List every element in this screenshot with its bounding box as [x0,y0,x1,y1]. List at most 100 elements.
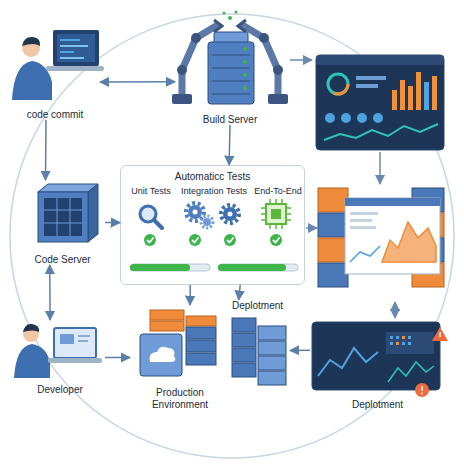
flow-arrow [100,81,175,83]
progress-bar [218,264,298,271]
container-stack [318,263,348,287]
code-server-illustration [88,184,98,242]
flow-arrow [228,125,230,165]
metrics-dashboard [325,113,335,123]
container-stack [350,246,380,262]
test-box: Unit Tests [126,186,176,261]
commit-developer-illustration [60,45,88,47]
developer-illustration [48,358,102,363]
monitoring-dashboard [408,336,411,339]
connector-group [46,82,311,358]
metrics-dashboard [316,55,444,150]
code-server-illustration [38,184,98,242]
container-stack [350,226,376,229]
code-server-illustration [44,210,82,211]
metrics-dashboard [400,80,405,110]
node-label: Production Environment [130,387,230,410]
test-icon [261,199,291,229]
container-stack [350,212,378,215]
server-box: Code Server [20,180,105,265]
node-label: Deplotment [352,399,403,411]
commit-developer-illustration [60,51,74,53]
monitoring-dashboard [402,336,405,339]
dashboard-box: Deplotment [310,318,445,410]
commit-developer-illustration [60,39,80,41]
metrics-dashboard [408,86,413,110]
build-server-illustration [238,20,246,32]
test-icon [228,212,233,217]
build-server-illustration [243,86,247,90]
node-label: Developer [37,384,83,396]
monitoring-dashboard [388,362,434,382]
code-server-illustration [70,198,71,236]
deployment-servers [232,318,256,332]
deployment-servers [258,356,286,370]
check-mark [270,234,282,246]
monitoring-dashboard [408,342,411,345]
metrics-dashboard [341,113,351,123]
metrics-dashboard [424,82,429,110]
node-label: Integration Tests [181,186,247,196]
build-server-illustration [172,11,288,105]
metrics-dashboard [356,84,378,88]
test-icon [201,216,213,228]
production-servers [140,310,216,376]
group-panel: Automaticc TestsUnit TestsIntegration Te… [120,165,305,285]
server-box: Build Server [175,5,285,125]
developer-illustration [60,334,74,344]
test-panel-background [120,165,305,285]
node-label: Code Server [34,254,90,266]
monitoring-dashboard [312,322,440,390]
flow-arrow [306,227,317,229]
check-mark [227,238,234,243]
monitoring-dashboard [439,332,441,337]
monitoring-dashboard [390,336,393,339]
flow-arrow [49,265,51,320]
code-server-illustration [44,223,82,224]
monitoring-dashboard [312,322,448,397]
metrics-dashboard [357,113,367,123]
metrics-dashboard [328,74,348,94]
production-servers [150,310,184,320]
flow-arrow [45,120,47,180]
monitoring-dashboard [390,342,393,345]
node-label: End-To-End [254,186,302,196]
progress-bar [130,264,298,271]
progress-bar [130,264,190,271]
flow-arrow [105,357,130,359]
flow-arrow [290,349,310,351]
commit-developer-illustration [12,30,104,100]
metrics-dashboard [416,72,421,110]
production-servers [186,316,216,326]
metrics-dashboard [392,90,397,110]
monitoring-dashboard [415,383,429,397]
check-mark [273,238,280,243]
developer-illustration [14,344,50,378]
container-stack [318,188,348,212]
build-server-illustration [228,16,232,20]
node-label: Deplotment [232,300,283,312]
metrics-dashboard [328,74,348,94]
deployment-servers [232,333,256,347]
progress-bar [130,264,210,271]
build-server-illustration [191,33,201,43]
build-server-illustration [235,11,238,14]
node-label: Unit Tests [131,186,170,196]
monitoring-dashboard [432,327,448,341]
build-server-illustration [208,42,254,104]
container-stack [318,238,348,262]
flow-arrow [239,285,241,300]
test-icon [203,218,211,226]
flow-arrow [189,285,191,305]
metrics-dashboard [373,113,383,123]
monitoring-dashboard [396,336,399,339]
build-server-illustration [243,60,247,64]
test-icon [221,205,239,223]
deployment-servers [258,326,286,340]
production-servers [186,340,216,352]
code-server-illustration [44,198,82,236]
test-icon [271,209,281,219]
node-label: code commit [27,109,84,121]
deployment-servers [258,341,286,355]
